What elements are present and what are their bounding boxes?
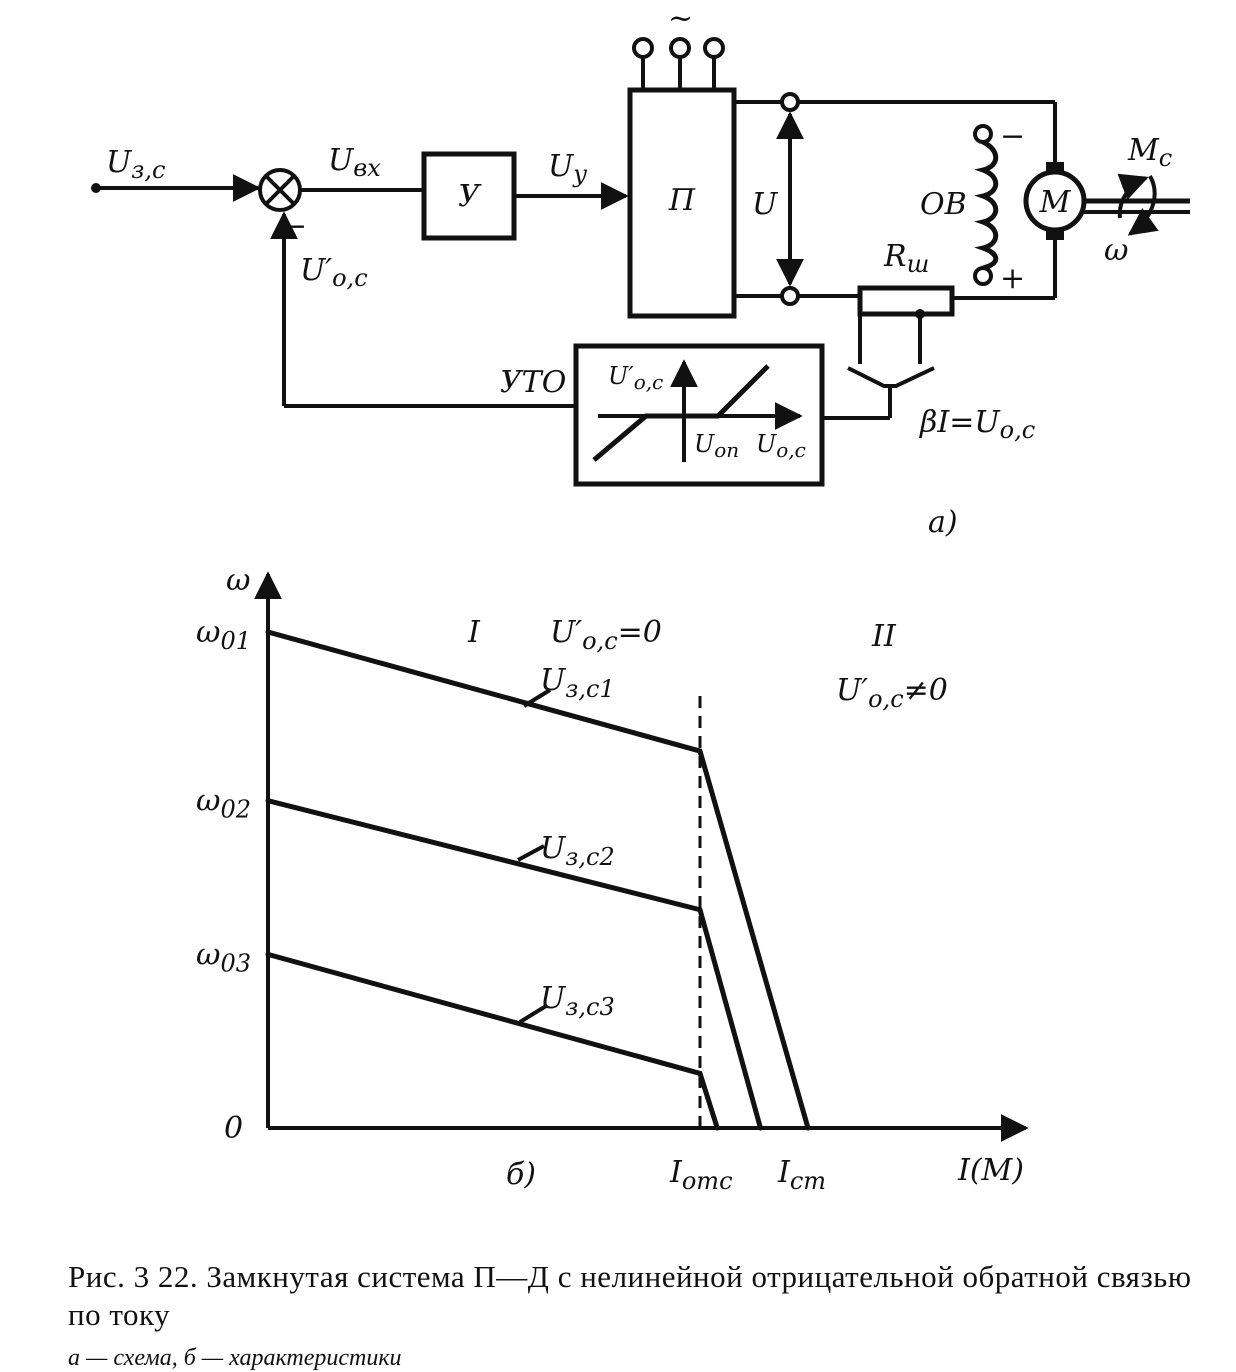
speed-label: ω bbox=[1104, 233, 1128, 268]
y-axis-label: ω bbox=[226, 563, 250, 598]
schematic: Uз,с − Uвх U′о,с У Uу П ~ bbox=[91, 1, 1190, 540]
region-condition-2: U′о,с≠0 bbox=[836, 673, 948, 713]
torque-arrow bbox=[1127, 175, 1159, 236]
figure-caption-sub: а — схема, б — характеристики bbox=[68, 1345, 402, 1371]
series-leader-2 bbox=[517, 844, 545, 862]
voltage-label: U bbox=[752, 187, 779, 222]
field-winding bbox=[973, 124, 999, 286]
series-line-2 bbox=[265, 798, 763, 1131]
series-layer bbox=[265, 629, 811, 1131]
region-label-1: I bbox=[467, 615, 481, 650]
feedback-label: U′о,с bbox=[300, 253, 368, 292]
series-label-1: Uз,с1 bbox=[540, 663, 615, 703]
feedback-signal-label: βI=Uо,с bbox=[919, 405, 1035, 444]
field-label: ОВ bbox=[920, 187, 967, 222]
x-axis-label: I(M) bbox=[957, 1153, 1024, 1188]
series-label-3: Uз,с3 bbox=[540, 981, 615, 1021]
amplifier-label: У bbox=[458, 179, 482, 214]
ac-symbol: ~ bbox=[668, 1, 693, 36]
torque-label: Mc bbox=[1127, 133, 1172, 172]
series-leader-1 bbox=[522, 688, 552, 708]
uto-y-label: U′о,с bbox=[608, 362, 663, 394]
y-tick-label-1: ω01 bbox=[196, 615, 251, 655]
panel-label-b: б) bbox=[506, 1157, 536, 1192]
series-label-2: Uз,с2 bbox=[540, 831, 615, 871]
series-leader-3 bbox=[518, 1004, 548, 1024]
panel-label-a: а) bbox=[928, 505, 958, 540]
uto-characteristic bbox=[592, 364, 770, 462]
input-label: Uз,с bbox=[106, 145, 165, 184]
motor-label: М bbox=[1039, 185, 1072, 220]
region-label-2: II bbox=[871, 619, 897, 654]
uto-x-label: Uо,с bbox=[756, 430, 806, 462]
figure-caption: Рис. 3 22. Замкнутая система П—Д с нелин… bbox=[68, 1259, 1192, 1332]
field-plus: + bbox=[1000, 261, 1025, 296]
origin-label: 0 bbox=[224, 1111, 243, 1146]
y-tick-label-2: ω02 bbox=[196, 784, 251, 824]
shunt-tap-lines bbox=[847, 366, 935, 388]
amp-out-label: Uу bbox=[548, 149, 587, 188]
output-terminal-bottom bbox=[780, 286, 800, 306]
current-cutoff-unit bbox=[573, 343, 825, 487]
uto-threshold-label: Uоп bbox=[694, 430, 739, 462]
shunt-resistor bbox=[857, 285, 955, 317]
series-line-3 bbox=[265, 951, 720, 1131]
series-line-1 bbox=[265, 629, 811, 1131]
speed-arrow bbox=[1117, 173, 1149, 219]
x-tick-label-2: Iст bbox=[777, 1155, 826, 1195]
shunt-label: Rш bbox=[883, 239, 929, 278]
region-condition-1: U′о,с=0 bbox=[550, 615, 662, 655]
cutoff-unit-label: УТО bbox=[500, 365, 566, 400]
x-tick-label-1: Iотс bbox=[669, 1155, 733, 1195]
summing-junction bbox=[258, 168, 302, 212]
converter-label: П bbox=[668, 183, 696, 218]
y-tick-label-3: ω03 bbox=[196, 937, 251, 977]
input-voltage-label: Uвх bbox=[328, 143, 381, 182]
ac-supply-terminals bbox=[632, 37, 725, 90]
field-minus: − bbox=[1000, 119, 1025, 154]
motor bbox=[1023, 162, 1190, 240]
output-terminal-top bbox=[780, 92, 800, 112]
